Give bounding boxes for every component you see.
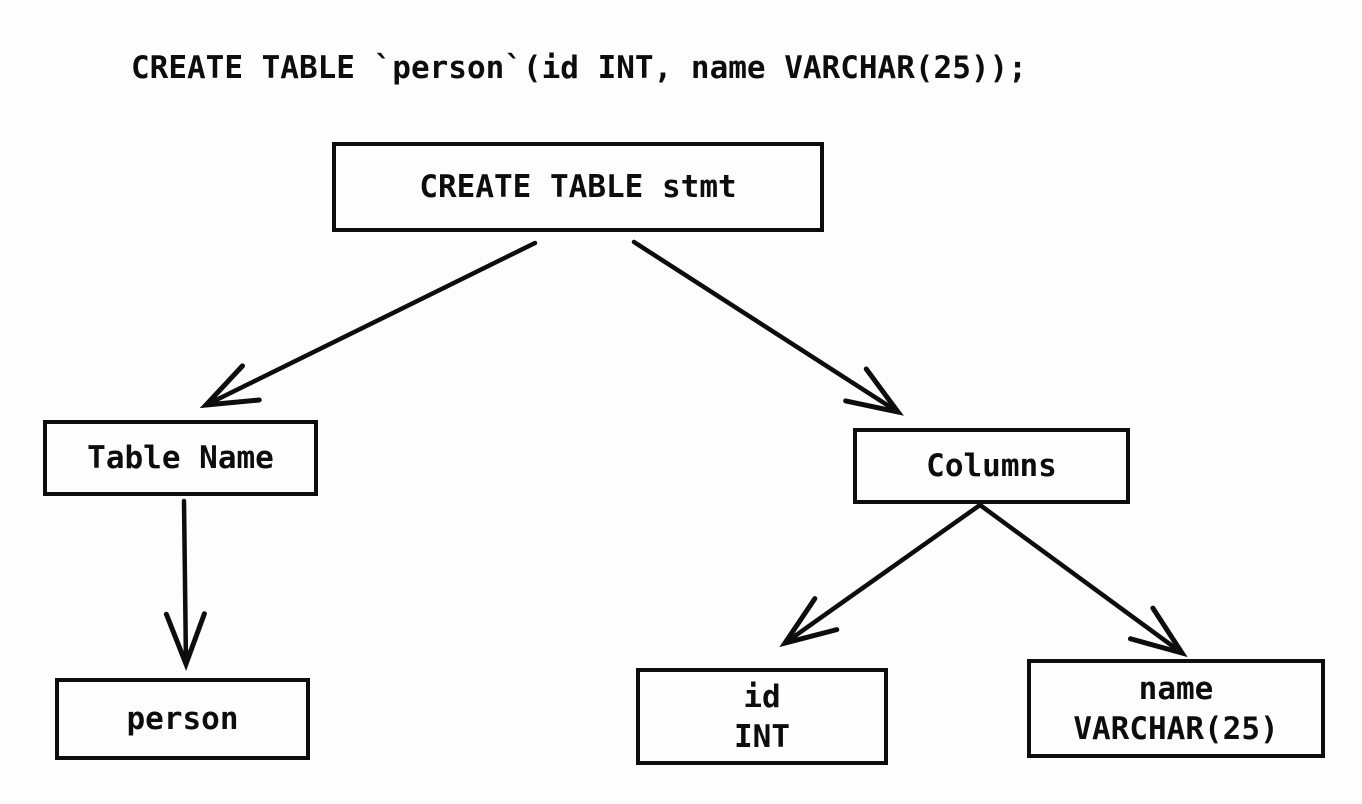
node-name-varchar: name VARCHAR(25) — [1027, 659, 1325, 758]
node-columns: Columns — [853, 428, 1130, 504]
edge-columns-to-id — [779, 502, 983, 648]
node-create-table-stmt: CREATE TABLE stmt — [332, 142, 824, 232]
node-table-name-label: Table Name — [87, 440, 274, 476]
edge-columns-to-name — [977, 502, 1188, 658]
sql-statement-text: CREATE TABLE `person`(id INT, name VARCH… — [131, 50, 1027, 86]
node-name-varchar-type-label: VARCHAR(25) — [1073, 710, 1279, 747]
node-columns-label: Columns — [926, 448, 1057, 484]
node-id-int-name-label: id — [743, 678, 781, 715]
node-person: person — [55, 678, 310, 760]
node-person-label: person — [126, 701, 239, 737]
node-id-int-type-label: INT — [734, 718, 790, 755]
node-id-int: id INT — [636, 668, 888, 765]
node-create-table-stmt-label: CREATE TABLE stmt — [419, 169, 737, 205]
edge-table-name-to-person — [163, 498, 207, 672]
edge-stmt-to-table-name — [199, 240, 538, 409]
node-table-name: Table Name — [43, 420, 318, 496]
edge-stmt-to-columns — [631, 239, 904, 416]
node-name-varchar-name-label: name — [1138, 670, 1214, 707]
